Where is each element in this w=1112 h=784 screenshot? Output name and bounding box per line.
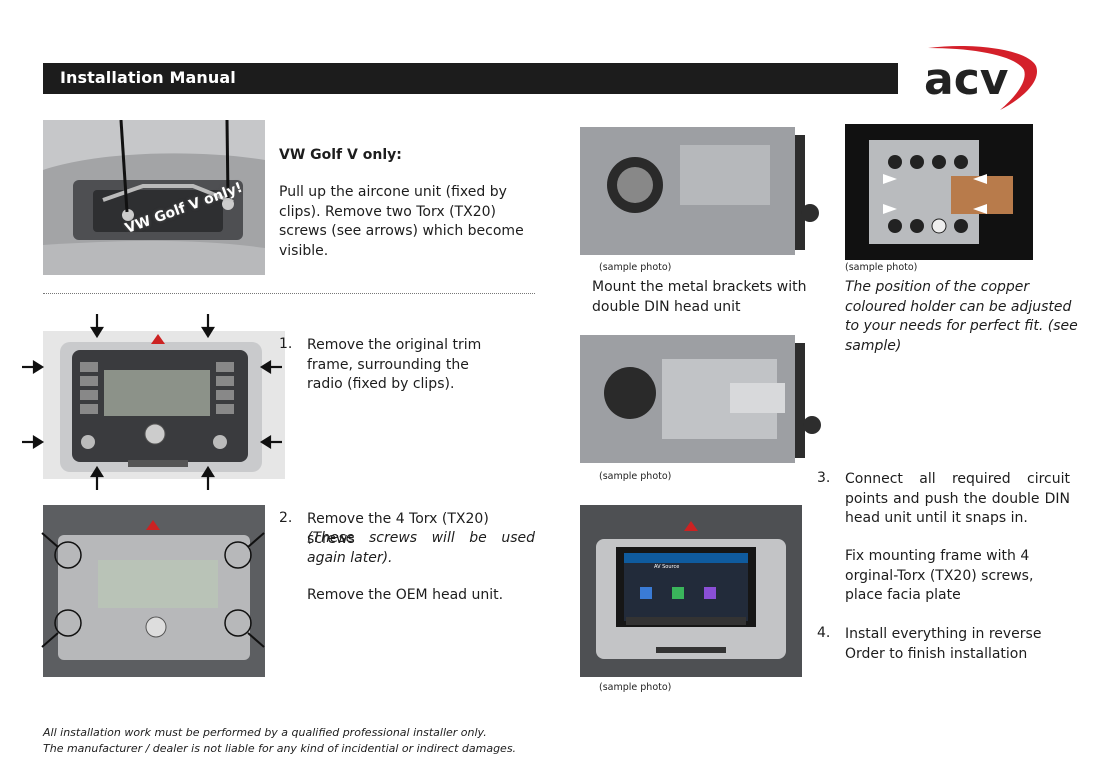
copper-holder-note: The position of the copper coloured hold…	[845, 279, 1078, 354]
step-2-number: 2.	[279, 510, 293, 526]
caption-sample-1: (sample photo)	[599, 262, 672, 273]
trim-frame-photo	[20, 312, 285, 492]
step-3-number: 3.	[817, 470, 831, 486]
head-unit-screws-photo	[38, 505, 272, 680]
step-4-text: Install everything in reverse Order to f…	[845, 626, 1042, 662]
installed-unit-photo: AV Source	[580, 505, 802, 677]
caption-sample-right: (sample photo)	[845, 262, 918, 273]
step-3-extra: Fix mounting frame with 4 orginal-Torx (…	[845, 548, 1034, 603]
golf-dashboard-photo: VW Golf V only!	[43, 120, 265, 275]
footer-disclaimer: All installation work must be performed …	[43, 725, 643, 757]
bracket-photo-1	[580, 125, 825, 260]
footer-line-2: The manufacturer / dealer is not liable …	[43, 742, 517, 755]
title-bar: Installation Manual	[43, 63, 898, 94]
golf-instructions: Pull up the aircone unit (fixed by clips…	[279, 184, 524, 259]
av-source-label: AV Source	[654, 564, 680, 570]
copper-holder-photo	[845, 124, 1033, 260]
step-3-text: Connect all required circuit points and …	[845, 471, 1070, 526]
page-title: Installation Manual	[60, 68, 236, 87]
step-1-text: Remove the original trim frame, surround…	[307, 337, 482, 392]
step-2-remove-oem: Remove the OEM head unit.	[307, 587, 504, 603]
bracket-photo-2	[580, 333, 825, 468]
golf-heading: VW Golf V only:	[279, 147, 402, 163]
caption-sample-2: (sample photo)	[599, 471, 672, 482]
step-1-number: 1.	[279, 336, 293, 352]
svg-text:acv: acv	[924, 54, 1009, 105]
acv-logo: acv	[916, 42, 1042, 114]
step-4-number: 4.	[817, 625, 831, 641]
step-2-text: Remove the 4 Torx (TX20) screws	[307, 511, 489, 547]
section-divider	[43, 293, 535, 294]
caption-sample-3: (sample photo)	[599, 682, 672, 693]
mount-brackets-text: Mount the metal brackets with double DIN…	[592, 279, 807, 315]
footer-line-1: All installation work must be performed …	[43, 726, 487, 739]
step-2-italic-note: (These screws will be used again later).	[307, 530, 535, 566]
